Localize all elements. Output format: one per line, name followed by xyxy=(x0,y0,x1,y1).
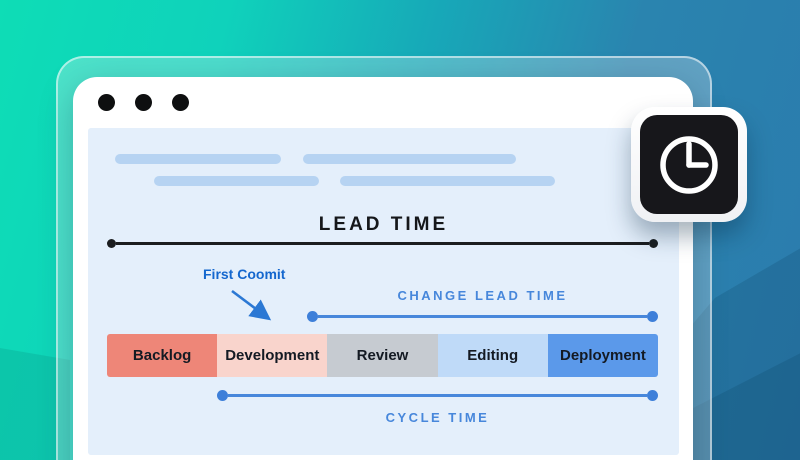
cycle-time-bracket: CYCLE TIME xyxy=(217,390,658,425)
skeleton-line xyxy=(340,176,555,186)
change-lead-time-label: CHANGE LEAD TIME xyxy=(397,288,568,303)
cycle-time-span-line xyxy=(217,390,658,401)
stage-development: Development xyxy=(217,334,328,377)
line-endpoint-dot xyxy=(647,311,658,322)
line-endpoint-dot xyxy=(107,239,116,248)
skeleton-line xyxy=(303,154,516,164)
stage-review: Review xyxy=(327,334,438,377)
line-endpoint-dot xyxy=(647,390,658,401)
line-endpoint-dot xyxy=(307,311,318,322)
window-control-dot xyxy=(172,94,189,111)
pipeline-stage-bar: Backlog Development Review Editing Deplo… xyxy=(107,334,659,377)
clock-badge-tile xyxy=(640,115,738,214)
skeleton-line xyxy=(115,154,281,164)
change-lead-time-span-line xyxy=(307,311,658,322)
cycle-time-label: CYCLE TIME xyxy=(385,410,490,425)
first-commit-label: First Coomit xyxy=(203,266,286,282)
clock-icon xyxy=(660,135,718,194)
line-rule xyxy=(116,242,649,245)
stage-editing: Editing xyxy=(437,334,548,377)
line-endpoint-dot xyxy=(649,239,658,248)
line-rule xyxy=(228,394,647,397)
line-endpoint-dot xyxy=(217,390,228,401)
window-control-dot xyxy=(98,94,115,111)
lead-time-span-line xyxy=(107,239,658,248)
change-lead-time-bracket: CHANGE LEAD TIME xyxy=(307,288,658,322)
arrow-icon xyxy=(231,289,272,321)
stage-deployment: Deployment xyxy=(547,334,659,377)
stage-backlog: Backlog xyxy=(107,334,218,377)
lead-time-title: LEAD TIME xyxy=(318,214,449,235)
diagram-panel: LEAD TIME First Coomit CHANGE LEAD TIME xyxy=(88,128,679,455)
line-rule xyxy=(318,315,647,318)
skeleton-line xyxy=(154,176,319,186)
window-control-dot xyxy=(135,94,152,111)
clock-badge xyxy=(631,107,747,222)
